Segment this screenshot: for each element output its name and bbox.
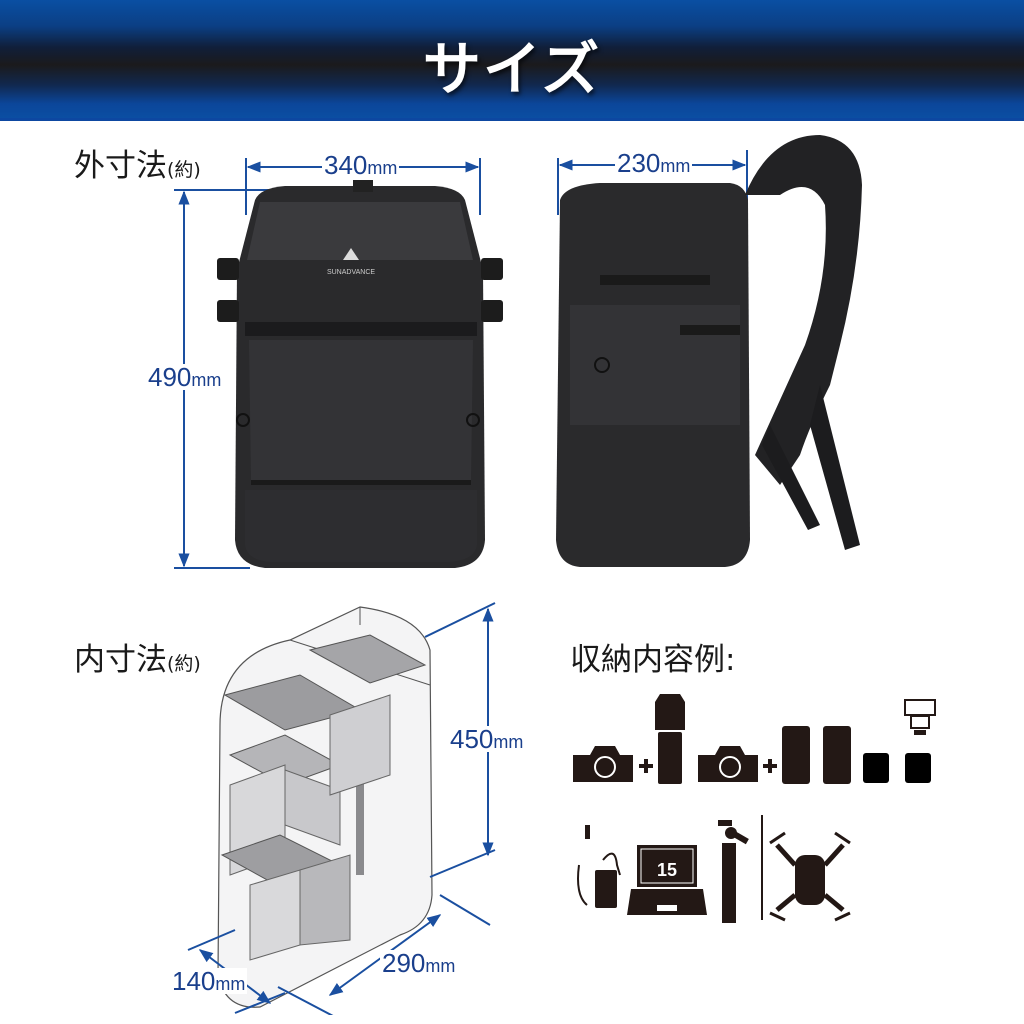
internal-label-note: (約) [167,653,201,675]
plus-icon [763,759,777,773]
internal-height-unit: mm [493,732,524,752]
brand-logo-text: SUNADVANCE [327,269,375,276]
internal-compartment-diagram [187,602,496,1015]
camera-icon [698,746,758,782]
storage-examples-label: 収納内容例: [570,642,736,678]
small-lens-icon [863,753,889,783]
drone-icon [769,831,851,922]
lens-icon [782,726,810,784]
external-height-value: 490 [148,362,192,392]
laptop-icon: 15 [627,845,707,915]
external-depth-value: 230 [617,148,661,178]
external-height-unit: mm [191,370,222,390]
backpack-front-image: SUNADVANCE [217,180,503,568]
external-height-dimension: 490mm [146,362,224,392]
external-label-note: (約) [167,159,201,181]
internal-width-unit: mm [425,956,456,976]
laptop-size-label: 15 [657,860,677,880]
lens-icon [823,726,851,784]
internal-width-dimension: 290mm [380,948,458,978]
internal-label-text: 内寸法 [74,642,167,678]
storage-row-2-icons: 15 [577,815,851,923]
external-label-text: 外寸法 [74,148,167,184]
internal-height-value: 450 [450,724,494,754]
header-banner: サイズ [0,0,1024,121]
external-depth-unit: mm [660,156,691,176]
plus-icon [639,759,653,773]
external-width-dimension: 340mm [322,150,400,180]
external-width-value: 340 [324,150,368,180]
page-title: サイズ [422,35,602,103]
external-width-unit: mm [367,158,398,178]
ac-adapter-icon [577,825,621,908]
camera-icon [573,746,633,782]
internal-width-value: 290 [382,948,426,978]
internal-dimensions-label: 内寸法(約) [74,634,201,679]
flash-icon [904,699,936,735]
internal-height-dimension: 450mm [448,724,526,754]
telephoto-lens-icon [655,694,685,784]
external-depth-dimension: 230mm [615,148,693,178]
storage-row-1-icons [573,694,936,784]
tripod-icon [718,820,749,923]
internal-depth-value: 140 [172,966,216,996]
internal-depth-unit: mm [215,974,246,994]
backpack-side-image [556,135,862,567]
small-lens-icon [905,753,931,783]
external-dimensions-label: 外寸法(約) [74,140,201,185]
internal-depth-dimension: 140mm [170,966,248,996]
